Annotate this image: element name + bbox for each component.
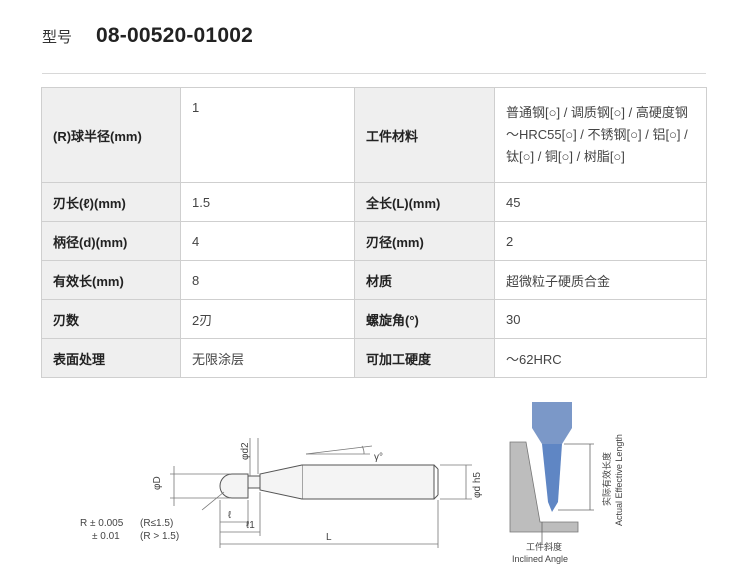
spec-value: 1.5 bbox=[180, 182, 355, 222]
spec-row: 柄径(d)(mm) 4 刃径(mm) 2 bbox=[41, 221, 707, 261]
holder-shape bbox=[532, 402, 572, 428]
label-inclined-angle-cn: 工件斜度 bbox=[526, 541, 562, 552]
taper-shape bbox=[259, 464, 303, 500]
spec-key: 有效长(mm) bbox=[41, 260, 181, 300]
spec-row: (R)球半径(mm) 1 工件材料 普通钢[○] / 调质钢[○] / 高硬度钢… bbox=[41, 87, 707, 183]
label-tolerance-2: ± 0.01 bbox=[92, 531, 120, 542]
label-phi-D: φD bbox=[152, 476, 163, 490]
spec-table: (R)球半径(mm) 1 工件材料 普通钢[○] / 调质钢[○] / 高硬度钢… bbox=[41, 87, 707, 378]
tool-shape bbox=[542, 444, 562, 512]
spec-row: 刃数 2刃 螺旋角(°) 30 bbox=[41, 299, 707, 339]
label-ell1: ℓ1 bbox=[246, 520, 255, 531]
holder-taper bbox=[532, 428, 572, 444]
spec-value-materials: 普通钢[○] / 调质钢[○] / 高硬度钢～HRC55[○] / 不锈钢[○]… bbox=[494, 87, 707, 183]
model-label: 型号 bbox=[42, 29, 73, 46]
spec-value: 4 bbox=[180, 221, 355, 261]
label-inclined-angle-en: Inclined Angle bbox=[512, 554, 568, 564]
spec-value: 2刃 bbox=[180, 299, 355, 339]
tool-dimension-drawing: φD φd2 γ° φd h5 ℓ ℓ1 L R ± 0.005 (R≤1.5)… bbox=[80, 438, 483, 548]
spec-value: 30 bbox=[494, 299, 707, 339]
label-gamma: γ° bbox=[374, 452, 383, 463]
spec-value: 2 bbox=[494, 221, 707, 261]
label-effective-length-en: Actual Effective Length bbox=[614, 434, 624, 526]
spec-key: (R)球半径(mm) bbox=[41, 87, 181, 183]
model-number: 08-00520-01002 bbox=[96, 24, 253, 47]
spec-value: 45 bbox=[494, 182, 707, 222]
label-ell: ℓ bbox=[228, 510, 232, 521]
spec-value: 1 bbox=[180, 87, 355, 183]
neck-shape bbox=[247, 475, 261, 489]
spec-value: 超微粒子硬质合金 bbox=[494, 260, 707, 300]
spec-key: 螺旋角(°) bbox=[354, 299, 495, 339]
header-divider bbox=[42, 73, 706, 74]
spec-value: 8 bbox=[180, 260, 355, 300]
spec-key: 可加工硬度 bbox=[354, 338, 495, 378]
spec-key: 刃数 bbox=[41, 299, 181, 339]
spec-key: 柄径(d)(mm) bbox=[41, 221, 181, 261]
label-effective-length-cn: 实际有效长度 bbox=[601, 452, 612, 506]
label-phi-d-h5: φd h5 bbox=[472, 472, 483, 498]
workpiece-shape bbox=[509, 441, 579, 533]
label-tolerance-1: R ± 0.005 bbox=[80, 518, 124, 529]
spec-row: 表面处理 无限涂层 可加工硬度 ～62HRC bbox=[41, 338, 707, 378]
spec-value: 无限涂层 bbox=[180, 338, 355, 378]
spec-row: 有效长(mm) 8 材质 超微粒子硬质合金 bbox=[41, 260, 707, 300]
product-header: 型号 08-00520-01002 bbox=[42, 24, 253, 54]
label-phi-d2: φd2 bbox=[240, 442, 251, 460]
spec-key: 刃长(ℓ)(mm) bbox=[41, 182, 181, 222]
spec-key: 刃径(mm) bbox=[354, 221, 495, 261]
label-tolerance-1-cond: (R≤1.5) bbox=[140, 518, 173, 529]
spec-key: 表面处理 bbox=[41, 338, 181, 378]
label-tolerance-2-cond: (R > 1.5) bbox=[140, 531, 179, 542]
ball-head-shape bbox=[219, 473, 249, 499]
shank-shape bbox=[301, 464, 435, 500]
spec-value: ～62HRC bbox=[494, 338, 707, 378]
effective-length-diagram: 实际有效长度 Actual Effective Length 工件斜度 Incl… bbox=[509, 402, 624, 564]
spec-key: 材质 bbox=[354, 260, 495, 300]
spec-key: 工件材料 bbox=[354, 87, 495, 183]
label-L: L bbox=[326, 532, 332, 543]
spec-row: 刃长(ℓ)(mm) 1.5 全长(L)(mm) 45 bbox=[41, 182, 707, 222]
spec-key: 全长(L)(mm) bbox=[354, 182, 495, 222]
